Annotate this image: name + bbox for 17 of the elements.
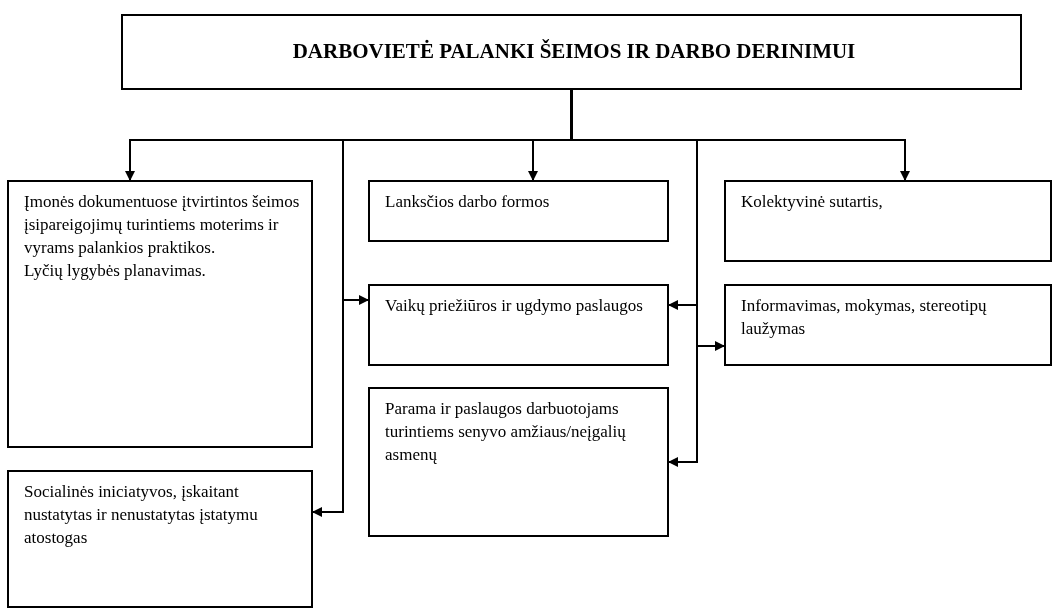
title-text: DARBOVIETĖ PALANKI ŠEIMOS IR DARBO DERINIMUI bbox=[291, 40, 857, 63]
process-box bbox=[724, 180, 1052, 262]
box-text: Vaikų priežiūros ir ugdymo paslaugos bbox=[385, 295, 644, 317]
process-box bbox=[368, 180, 669, 242]
box-text: Informavimas, mokymas, stereotipų laužymas bbox=[741, 295, 988, 340]
process-box bbox=[7, 470, 313, 608]
box-text: Kolektyvinė sutartis, bbox=[741, 191, 884, 213]
box-text: Lanksčios darbo formos bbox=[385, 191, 551, 213]
box-text: Socialinės iniciatyvos, įskaitant nustatytas ir nenustatytas įstatymu atostogas bbox=[24, 481, 259, 549]
box-text: Parama ir paslaugos darbuotojams turintiems senyvo amžiaus/neįgalių asmenų bbox=[385, 398, 627, 466]
title-box bbox=[121, 14, 1022, 90]
process-box bbox=[368, 284, 669, 366]
box-text: Įmonės dokumentuose įtvirtintos šeimos įsipareigojimų turintiems moterims ir vyrams palankios praktikos. bbox=[24, 191, 301, 259]
process-box bbox=[724, 284, 1052, 366]
box-text: Lyčių lygybės planavimas. bbox=[24, 260, 207, 282]
process-box bbox=[368, 387, 669, 537]
process-box bbox=[7, 180, 313, 448]
